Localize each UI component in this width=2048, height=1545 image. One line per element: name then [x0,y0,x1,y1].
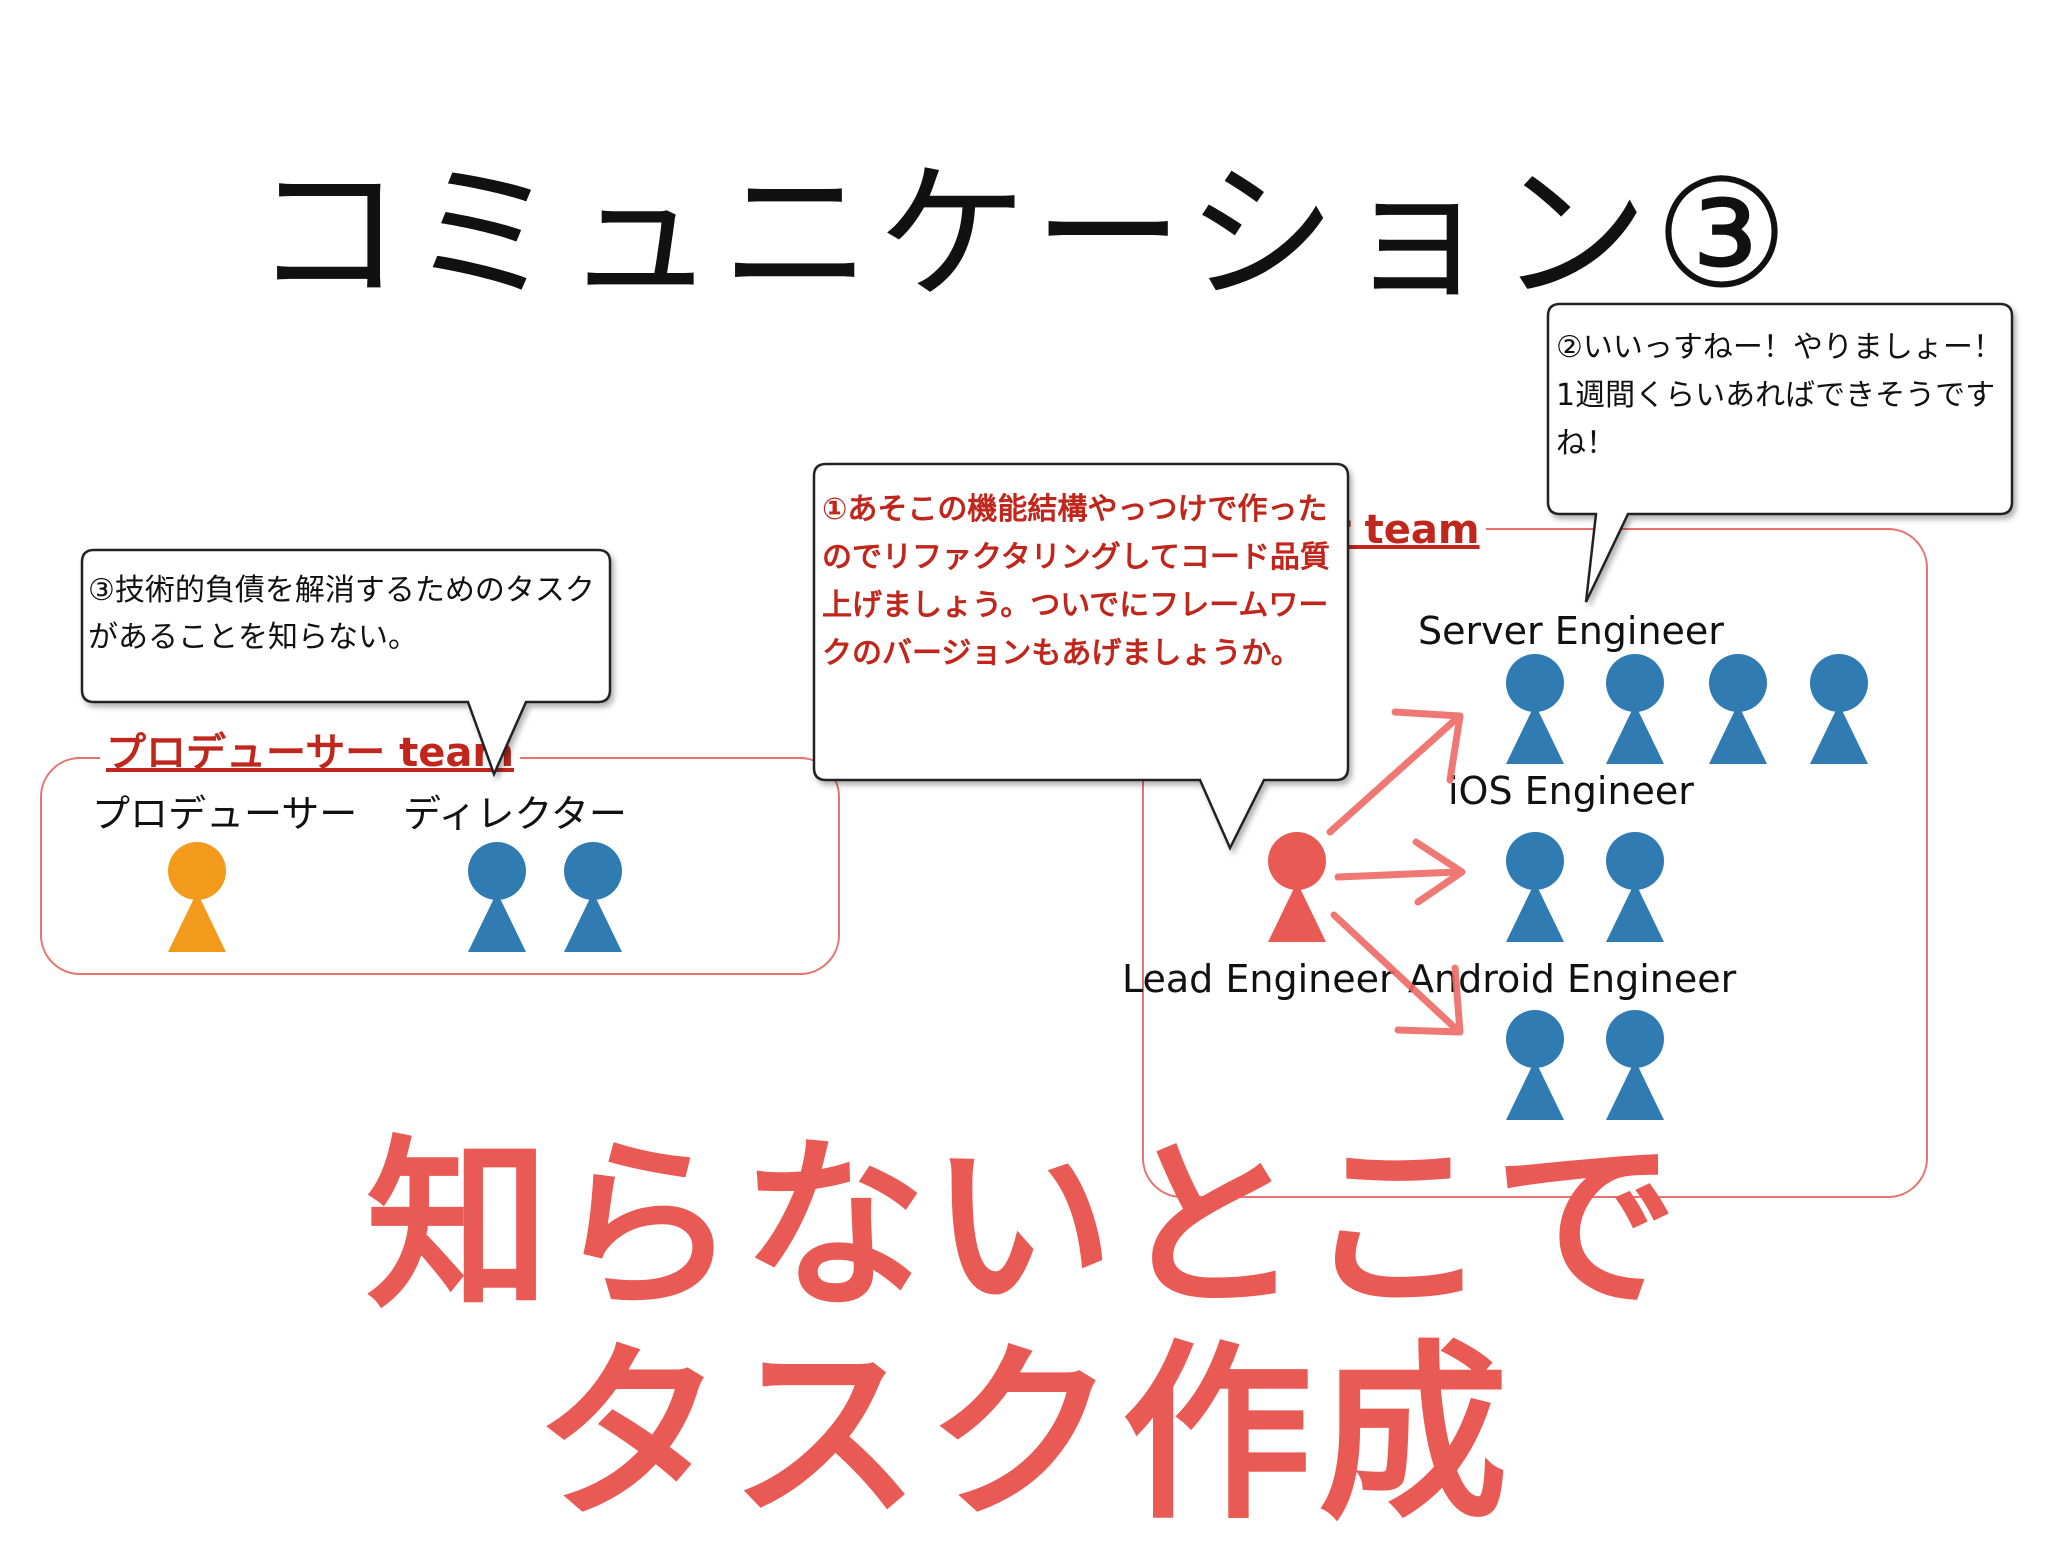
director-person-icon [462,842,532,954]
role-ios-engineer: iOS Engineer [1448,769,1694,813]
speech-bubble-tech-debt: ③技術的負債を解消するためのタスクがあることを知らない。 [80,548,612,780]
engineer-team-box [1142,528,1928,1198]
ios-engineer-icon [1600,832,1670,944]
overlay-text-line2: タスク作成 [533,1324,1514,1545]
speech-bubble-agree: ②いいっすねー！やりましょー！1週間くらいあればできそうですね！ [1546,302,2016,608]
tech-debt-text: ③技術的負債を解消するためのタスクがあることを知らない。 [88,573,595,655]
refactor-text: ①あそこの機能結構やっつけで作ったのでリファクタリングしてコード品質上げましょう… [822,492,1330,671]
lead-engineer-icon [1262,832,1332,944]
role-server-engineer: Server Engineer [1418,609,1724,653]
overlay-text-line1: 知らないとこで [365,1120,1682,1334]
ios-engineer-icon [1500,832,1570,944]
role-director: ディレクター [403,792,627,836]
producer-person-icon [162,842,232,954]
server-engineer-icon [1500,654,1570,766]
producer-team-box [40,757,840,975]
server-engineer-icon [1703,654,1773,766]
producer-team-label: プロデューサー team [100,733,521,773]
director-person-icon [558,842,628,954]
server-engineer-icon [1600,654,1670,766]
server-engineer-icon [1804,654,1874,766]
role-android-engineer: Android Engineer [1408,957,1737,1001]
role-producer: プロデューサー [92,792,358,836]
android-engineer-icon [1500,1010,1570,1122]
slide-title: コミュニケーション③ [253,148,1795,322]
agree-text: ②いいっすねー！やりましょー！1週間くらいあればできそうですね！ [1556,330,2003,461]
role-lead-engineer: Lead Engineer [1122,957,1395,1001]
engineer-team-label: r team [1325,510,1486,550]
android-engineer-icon [1600,1010,1670,1122]
speech-bubble-refactor: ①あそこの機能結構やっつけで作ったのでリファクタリングしてコード品質上げましょう… [812,462,1352,852]
